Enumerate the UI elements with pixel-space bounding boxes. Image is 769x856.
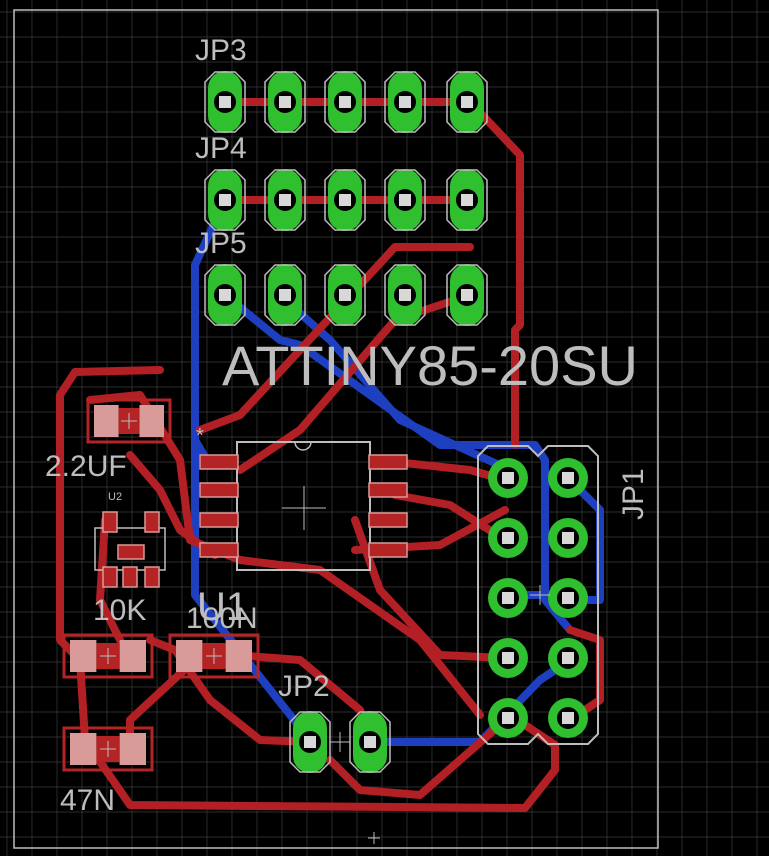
jp4-pad-5 <box>446 169 488 231</box>
jp5-pad-1 <box>204 264 246 326</box>
c-100n-label: 100N <box>186 602 258 635</box>
jp2-pad-2 <box>349 711 391 773</box>
jp4-label: JP4 <box>195 132 247 165</box>
top-trace-10k <box>96 516 124 644</box>
top-trace-u1-lower <box>236 556 484 719</box>
jp3-pad-3 <box>324 71 366 133</box>
u2-pad <box>122 566 138 588</box>
top-trace-mid-chain <box>126 451 219 559</box>
jp1-pad-10 <box>548 698 588 738</box>
top-trace-u1-right2 <box>391 491 509 544</box>
cap-100n <box>168 633 260 679</box>
u1-pin-5 <box>368 542 408 558</box>
top-trace-jp5-diag2 <box>236 291 474 474</box>
u2-center-pad <box>117 544 145 560</box>
bottom-trace-jp5-jp1 <box>221 291 574 634</box>
jp5-pad-5 <box>446 264 488 326</box>
header-pads <box>204 71 588 773</box>
jp5-pad-4 <box>384 264 426 326</box>
r-10k-label: 10K <box>93 594 146 627</box>
via-marker <box>330 585 550 844</box>
u2-name-label: U2 <box>108 491 122 503</box>
jp1-pad-2 <box>548 458 588 498</box>
jp5-pad-2 <box>264 264 306 326</box>
jp5-pad-3 <box>324 264 366 326</box>
u1-pin-7 <box>368 482 408 498</box>
top-trace-u1-down <box>351 516 509 662</box>
jp4-pad-2 <box>264 169 306 231</box>
jp2-pad-1 <box>289 711 331 773</box>
jp3-pad-4 <box>384 71 426 133</box>
jp3-pad-2 <box>264 71 306 133</box>
top-trace-outer-loop <box>56 366 164 664</box>
jp4-pad-4 <box>384 169 426 231</box>
u2-pad <box>144 511 160 533</box>
u1-value-label: ATTINY85-20SU <box>222 334 638 397</box>
bottom-traces <box>191 196 604 746</box>
u2-pad <box>102 566 118 588</box>
c-47n-label: 47N <box>60 784 115 817</box>
u1-pins <box>199 454 408 558</box>
u1-pin1-marker: * <box>196 425 204 447</box>
u1-pin-3 <box>199 512 239 528</box>
jp3-pad-5 <box>446 71 488 133</box>
u1-pin-2 <box>199 482 239 498</box>
u1-pin-8 <box>368 454 408 470</box>
u1-body <box>236 441 371 571</box>
jp1-pad-7 <box>488 638 528 678</box>
jp1-outline <box>477 445 599 745</box>
smd-components <box>62 398 260 772</box>
top-trace-jp5-diag <box>196 243 474 434</box>
bottom-trace-jp5b <box>281 296 514 474</box>
board-outline <box>13 9 659 849</box>
jp4-pad-3 <box>324 169 366 231</box>
u2-part <box>94 511 166 588</box>
c-2u2-label: 2.2UF <box>45 450 127 483</box>
res-10k <box>62 633 154 679</box>
u1-pin-6 <box>368 512 408 528</box>
jp1-label: JP1 <box>617 468 650 520</box>
u1-chip <box>236 441 371 571</box>
jp1-pad-4 <box>548 518 588 558</box>
cap-47n <box>62 726 154 772</box>
jp1-pad-1 <box>488 458 528 498</box>
bottom-trace-left-loop <box>191 196 229 466</box>
jp5-label: JP5 <box>195 227 247 260</box>
jp1-pad-6 <box>548 578 588 618</box>
u1-pin-1 <box>199 454 239 470</box>
top-trace-jp3-right <box>466 98 524 449</box>
u1-pin-4 <box>199 542 239 558</box>
jp4-pad-1 <box>204 169 246 231</box>
u2-pad <box>144 566 160 588</box>
u2-pad <box>102 511 118 533</box>
cap-2u2 <box>86 398 172 444</box>
jp1-pad-5 <box>488 578 528 618</box>
jp3-label: JP3 <box>195 34 247 67</box>
u1-name-label: U1 <box>197 585 248 629</box>
bottom-trace-left-down <box>191 436 314 744</box>
top-trace-jp2-left <box>146 636 314 746</box>
jp3-pad-1 <box>204 71 246 133</box>
jp1-pad-8 <box>548 638 588 678</box>
jp1-pad-9 <box>488 698 528 738</box>
jp2-label: JP2 <box>278 670 330 703</box>
jp1-pad-3 <box>488 518 528 558</box>
